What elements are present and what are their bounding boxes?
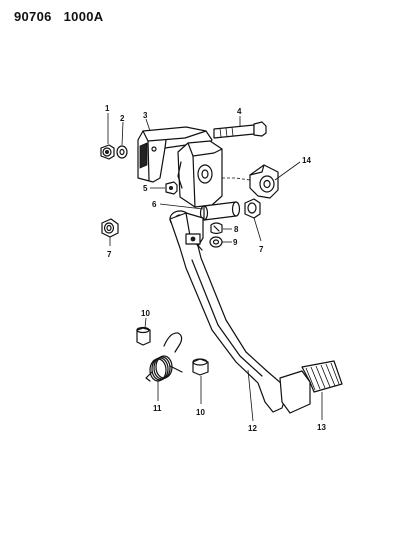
callout-7-right: 7 xyxy=(259,245,264,254)
part-7-bushing-left xyxy=(101,218,119,246)
callout-5: 5 xyxy=(143,184,148,193)
callout-6: 6 xyxy=(152,200,157,209)
part-8-clip-pin xyxy=(210,222,232,235)
callout-10-upper: 10 xyxy=(141,309,150,318)
figure-number: 90706 xyxy=(14,9,52,24)
callout-1: 1 xyxy=(105,104,110,113)
callout-labels: 1 2 3 4 5 6 7 7 8 9 10 10 11 12 13 14 xyxy=(105,104,326,433)
part-10-spacer-upper xyxy=(136,317,151,346)
callout-4: 4 xyxy=(237,107,242,116)
callout-14: 14 xyxy=(302,156,311,165)
diagram-header: 90706 1000A xyxy=(14,9,103,24)
part-11-return-spring xyxy=(145,332,183,401)
pedal-pivot-housing xyxy=(177,140,223,208)
part-2-washer xyxy=(116,121,128,159)
callout-10-lower: 10 xyxy=(196,408,205,417)
callout-2: 2 xyxy=(120,114,125,123)
part-4-pivot-bolt xyxy=(213,116,267,139)
part-5-bolt xyxy=(150,181,178,195)
callout-3: 3 xyxy=(143,111,148,120)
part-7-bushing-right xyxy=(244,198,262,242)
callout-7-left: 7 xyxy=(107,250,112,259)
figure-code: 1000A xyxy=(63,9,104,24)
callout-12: 12 xyxy=(248,424,257,433)
part-3-pedal-bracket xyxy=(137,118,213,183)
part-12-pedal-arm xyxy=(169,210,287,422)
callout-9: 9 xyxy=(233,238,238,247)
part-1-nut xyxy=(100,113,115,160)
part-10-spacer-lower xyxy=(192,358,209,404)
callout-11: 11 xyxy=(153,404,162,413)
callout-13: 13 xyxy=(317,423,326,432)
part-14-clip xyxy=(222,161,301,199)
part-6-sleeve xyxy=(159,201,241,221)
part-13-pedal-pad xyxy=(279,360,343,420)
callout-8: 8 xyxy=(234,225,239,234)
part-9-bushing xyxy=(209,236,232,248)
